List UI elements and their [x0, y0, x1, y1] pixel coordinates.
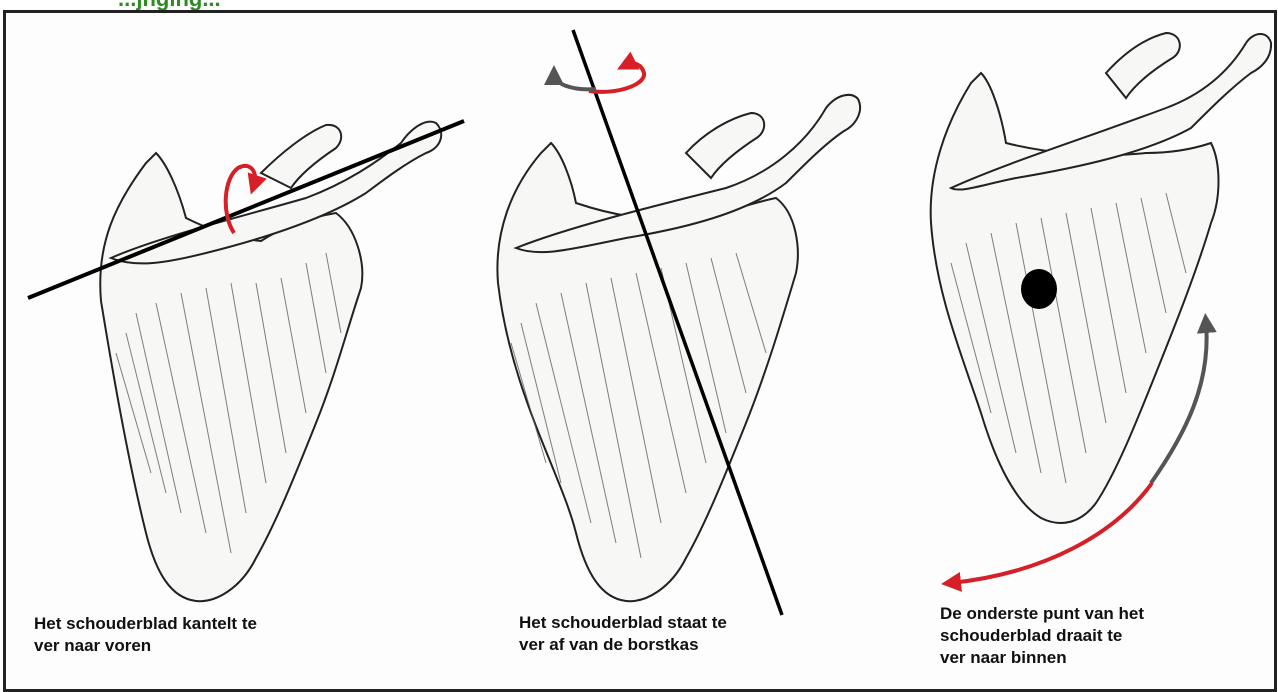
caption-3-line-1: De onderste punt van het — [940, 603, 1144, 625]
caption-panel-3: De onderste punt van het schouderblad dr… — [940, 603, 1144, 669]
caption-3-line-3: ver naar binnen — [940, 647, 1144, 669]
panel-1-scapula — [28, 121, 464, 601]
caption-2-line-1: Het schouderblad staat te — [519, 612, 727, 634]
caption-3-line-2: schouderblad draait te — [940, 625, 1144, 647]
rotation-arrow-red-2 — [589, 63, 644, 91]
panel-2-scapula — [497, 30, 860, 615]
caption-panel-2: Het schouderblad staat te ver af van de … — [519, 612, 727, 656]
cropped-heading: ...jnging... — [118, 0, 221, 10]
caption-panel-1: Het schouderblad kantelt te ver naar vor… — [34, 613, 257, 657]
coracoid-2 — [686, 113, 764, 178]
rotation-center-dot-3 — [1021, 269, 1057, 309]
coracoid-1 — [261, 125, 341, 188]
caption-1-line-1: Het schouderblad kantelt te — [34, 613, 257, 635]
diagram-frame — [3, 10, 1277, 692]
coracoid-3 — [1106, 33, 1180, 98]
panel-3-scapula — [931, 33, 1271, 583]
caption-1-line-2: ver naar voren — [34, 635, 257, 657]
scapula-illustrations — [6, 13, 1274, 689]
caption-2-line-2: ver af van de borstkas — [519, 634, 727, 656]
